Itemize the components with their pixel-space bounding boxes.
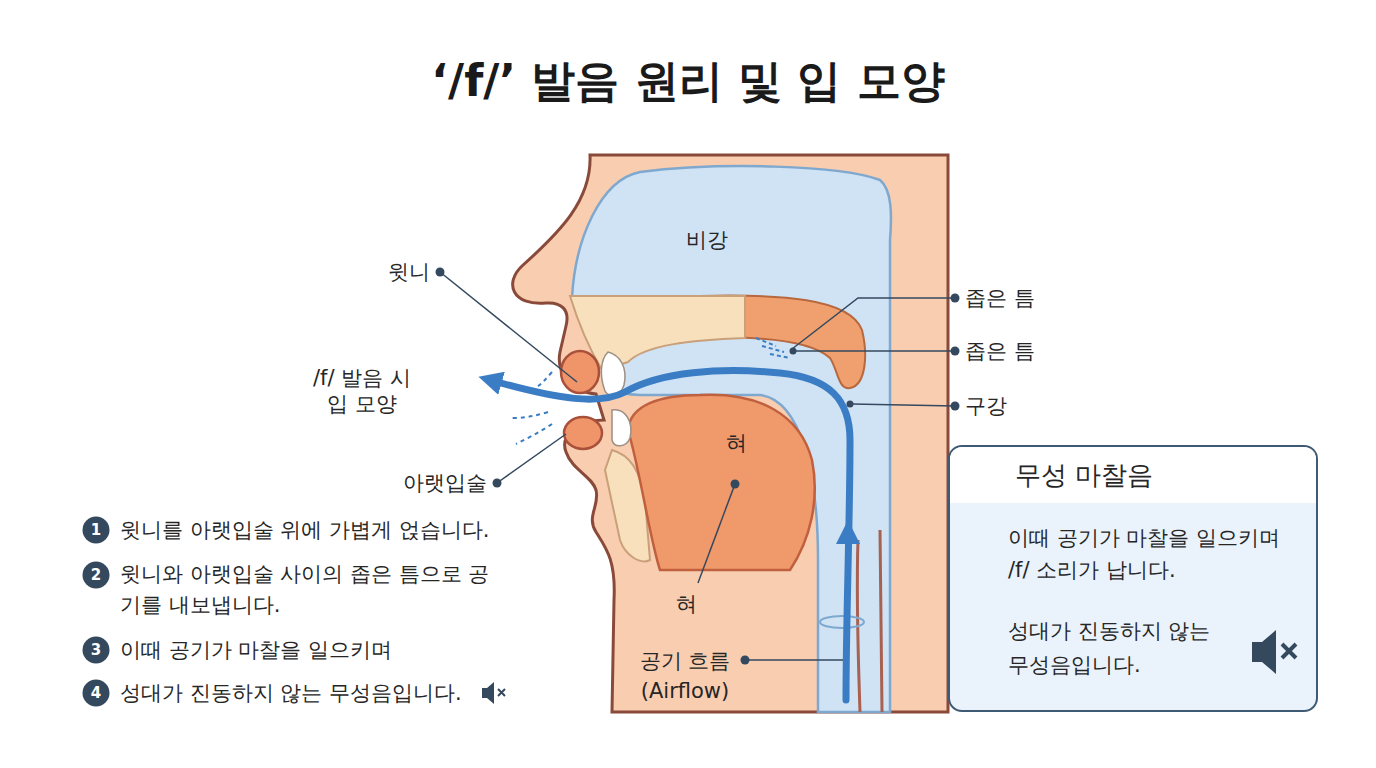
step-text: 이때 공기가 마찰을 일으키며 (120, 637, 392, 663)
leader-dot (951, 347, 960, 356)
step-text: 성대가 진동하지 않는 무성음입니다. (120, 680, 462, 706)
lower-lip (564, 417, 602, 449)
leader-line (698, 484, 735, 583)
region-label: 혀 (726, 430, 747, 456)
upper-lip (561, 351, 599, 393)
lower-tooth (612, 410, 631, 446)
mute-cross (1282, 644, 1296, 658)
leader-dot (493, 479, 502, 488)
mute-icon (1252, 630, 1296, 674)
callout-number: 1 (83, 517, 110, 544)
leader-line (745, 659, 843, 661)
panel-text: 이때 공기가 마찰을 일으키며 /f/ 소리가 납니다. (1008, 522, 1300, 586)
step-text: 윗니와 아랫입술 사이의 좁은 틈으로 공기를 내보냅니다. (120, 559, 490, 621)
panel-text: 성대가 진동하지 않는 무성음입니다. (1008, 614, 1223, 682)
airway (572, 166, 891, 712)
panel-heading: 무성 마찰음 (1015, 460, 1153, 490)
part-label: 혀 (676, 591, 697, 617)
mute-cross (498, 689, 505, 696)
leader-dot (731, 480, 740, 489)
vocal-folds (820, 616, 864, 628)
leader-dot (436, 268, 445, 277)
air-puff (516, 424, 552, 444)
leader-line (792, 298, 955, 349)
region-label: 비강 (686, 227, 728, 253)
tongue (628, 395, 815, 570)
leader-dot (951, 402, 960, 411)
part-label: 좁은 틈 (965, 285, 1035, 311)
part-label: 좁은 틈 (965, 338, 1035, 364)
callout-number: 3 (83, 637, 110, 664)
leader-dot (951, 294, 960, 303)
leader-line (852, 404, 955, 406)
step-text: 윗니를 아랫입술 위에 가볍게 얹습니다. (120, 517, 489, 543)
leader-line (796, 350, 955, 352)
leader-dot (741, 656, 750, 665)
air-puff (532, 372, 552, 390)
leader-dot (790, 348, 797, 355)
diagram-title: ‘/f/’ 발음 원리 및 입 모양 (431, 53, 944, 108)
region-label: 구강 (965, 393, 1007, 419)
mute-icon (482, 682, 505, 704)
part-label: 공기 흐름 (Airflow) (623, 646, 748, 706)
upper-tooth (601, 352, 625, 395)
leader-line (440, 272, 577, 382)
head-outline (513, 155, 948, 712)
friction-marks (756, 338, 790, 358)
info-panel: 무성 마찰음이때 공기가 마찰을 일으키며 /f/ 소리가 납니다. 성대가 진동… (948, 445, 1318, 712)
speaker-symbol (1252, 630, 1276, 674)
part-label: 윗니 (388, 259, 430, 285)
part-label: /f/ 발음 시 입 모양 (303, 365, 421, 418)
leader-line (497, 434, 566, 483)
speaker-symbol (482, 682, 494, 704)
leader-dot (847, 401, 854, 408)
air-puff (512, 412, 548, 418)
callout-number: 4 (83, 680, 110, 707)
airflow-arrow (846, 532, 851, 580)
trachea-wall (880, 530, 882, 712)
part-label: 아랫입술 (403, 470, 487, 496)
callout-number: 2 (83, 562, 110, 589)
